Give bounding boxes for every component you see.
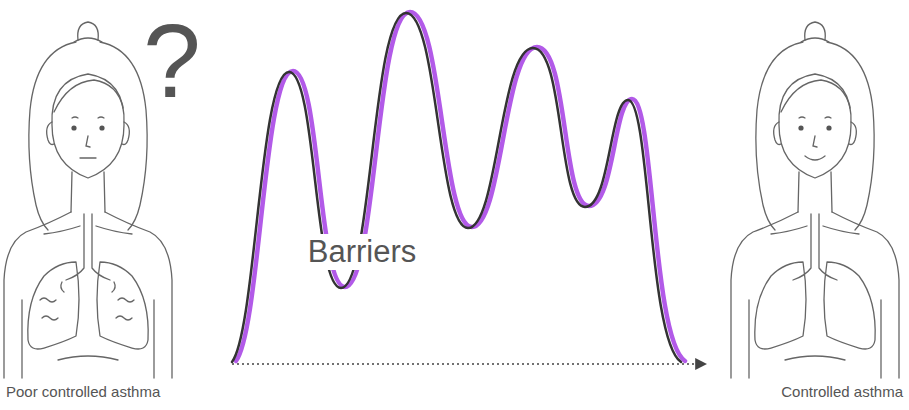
question-mark: ? [143,4,201,118]
state-label: Controlled asthma [781,384,903,401]
state-label: Poor controlled asthma [6,384,160,401]
barriers-label: Barriers [304,234,421,270]
patient-figure-controlled [731,22,899,378]
barrier-wave [232,12,685,362]
progress-arrow [232,363,706,365]
